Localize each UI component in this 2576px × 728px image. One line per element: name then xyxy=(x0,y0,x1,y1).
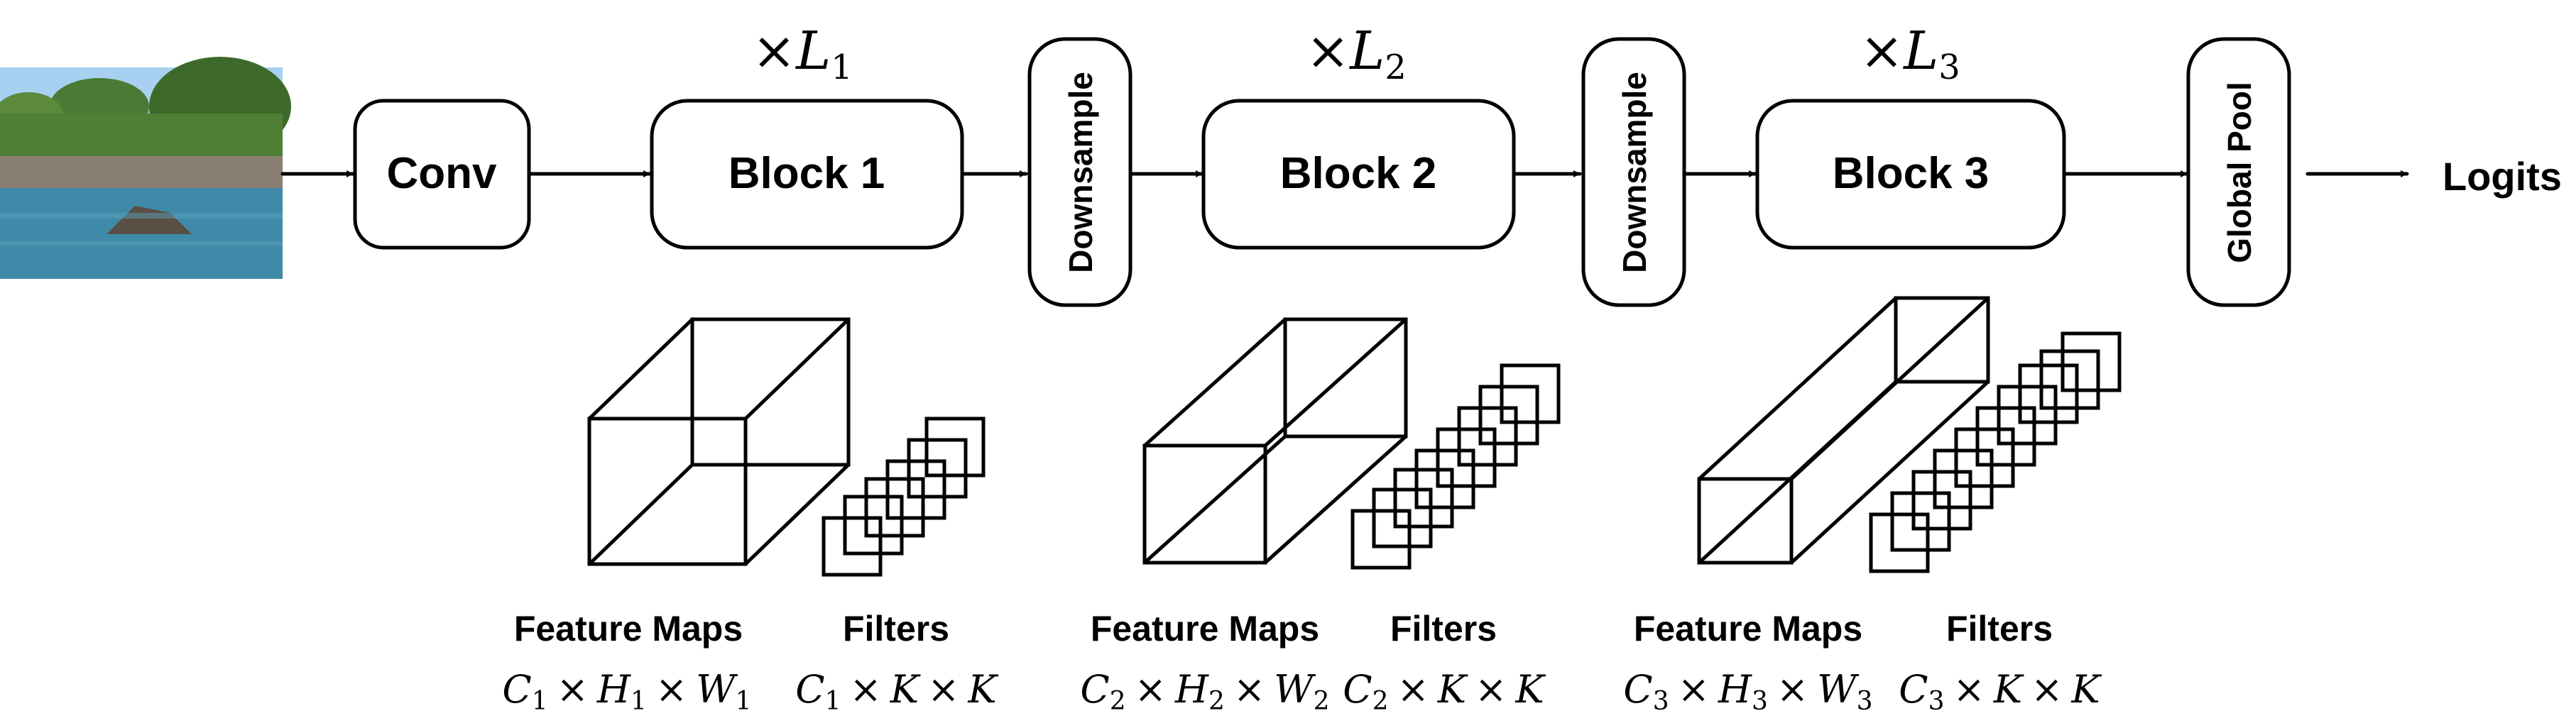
block-1-repeat: ×L1 xyxy=(752,21,853,87)
input-image xyxy=(0,57,291,279)
block-2-node: Block 2 ×L2 xyxy=(1201,21,1516,250)
feature-maps-2-label: Feature Maps xyxy=(1091,609,1319,649)
block-2-repeat: ×L2 xyxy=(1306,21,1407,87)
filters-1-stack xyxy=(822,417,986,577)
downsample-2-label: Downsample xyxy=(1616,72,1653,273)
feature-maps-3-cube xyxy=(1697,296,1990,565)
feature-maps-1-cube xyxy=(587,317,851,566)
filters-2-dims: C2×K×K xyxy=(1343,667,1546,716)
filters-1-label: Filters xyxy=(843,609,949,649)
block-3-label: Block 3 xyxy=(1833,149,1990,198)
feature-maps-3-dims: C3×H3×W3 xyxy=(1623,667,1872,716)
block-1-label: Block 1 xyxy=(728,149,885,198)
feature-maps-2-cube xyxy=(1142,317,1408,565)
conv-label: Conv xyxy=(387,149,498,198)
block-2-label: Block 2 xyxy=(1280,149,1437,198)
filters-1-dims: C1×K×K xyxy=(795,667,998,716)
logits-label: Logits xyxy=(2443,154,2562,199)
filters-3-stack xyxy=(1869,331,2122,573)
global-pool-label: Global Pool xyxy=(2221,82,2258,263)
feature-maps-1-dims: C1×H1×W1 xyxy=(502,667,751,716)
downsample-2-node: Downsample xyxy=(1581,37,1686,307)
filters-3-dims: C3×K×K xyxy=(1899,667,2102,716)
downsample-1-label: Downsample xyxy=(1062,72,1099,273)
block-1-node: Block 1 ×L1 xyxy=(650,21,964,250)
feature-maps-2-dims: C2×H2×W2 xyxy=(1080,667,1329,716)
block-3-node: Block 3 ×L3 xyxy=(1755,21,2066,250)
conv-node: Conv xyxy=(353,99,531,250)
downsample-1-node: Downsample xyxy=(1027,37,1133,307)
filters-2-stack xyxy=(1350,363,1561,570)
filters-3-label: Filters xyxy=(1946,609,2053,649)
feature-maps-3-label: Feature Maps xyxy=(1634,609,1862,649)
feature-maps-1-label: Feature Maps xyxy=(514,609,743,649)
filters-2-label: Filters xyxy=(1390,609,1497,649)
global-pool-node: Global Pool xyxy=(2186,37,2291,307)
block-3-repeat: ×L3 xyxy=(1860,21,1960,87)
